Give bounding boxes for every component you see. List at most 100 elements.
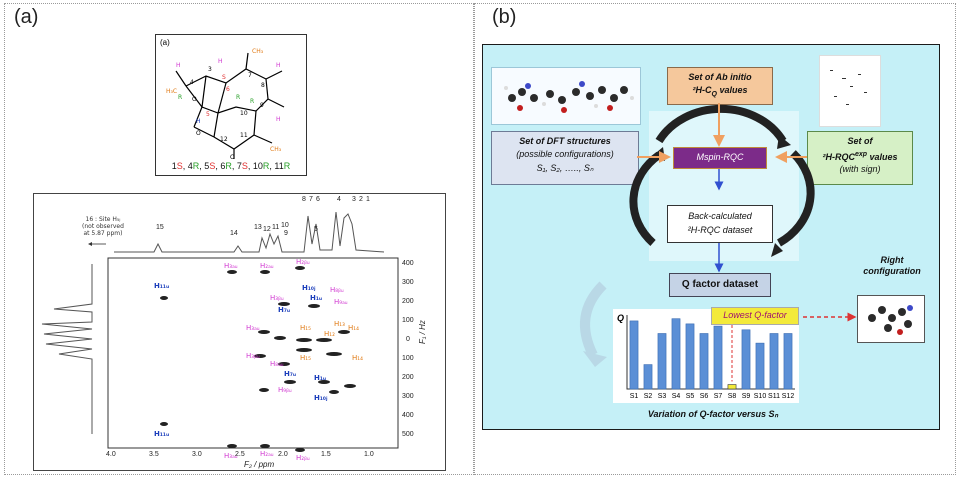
y-tick: 200 — [402, 374, 414, 381]
cross-label: H₇ᵤ — [284, 370, 297, 378]
peak-label: 15 — [156, 224, 164, 231]
cross-label: H₈ᵦᵤ — [330, 286, 344, 294]
lowest-q-label: Lowest Q-factor — [723, 310, 787, 320]
y-tick: 300 — [402, 393, 414, 400]
bar-label-S11: S11 — [768, 393, 780, 400]
svg-text:CH₃: CH₃ — [270, 146, 282, 153]
rqc-exp-box: Set of ²H-RQCexp values (with sign) — [807, 131, 913, 185]
svg-text:H₃C: H₃C — [166, 88, 177, 95]
bar-label-S8: S8 — [728, 393, 737, 400]
svg-text:H: H — [276, 62, 281, 69]
backcalc-line1: Back-calculated — [688, 211, 752, 221]
ab-initio-line1: Set of Ab initio — [688, 72, 752, 82]
cross-label: H₉ᵦᵤ — [278, 386, 292, 394]
cross-label: H₁ᵤ — [310, 294, 323, 302]
backcalc-line2: ²H-RQC dataset — [687, 225, 753, 235]
cross-label: H₂ᵦᵤ — [296, 454, 310, 462]
cross-label: H₃ₐᵤ — [246, 324, 260, 332]
cross-label: H₂ₐᵤ — [260, 450, 274, 458]
chart-y-label: Q — [617, 313, 625, 323]
y-tick: 400 — [402, 260, 414, 267]
rqc-exp-line2b: values — [867, 152, 898, 162]
svg-text:10: 10 — [240, 110, 248, 117]
cross-label: H₁₃ — [334, 320, 345, 328]
cross-label: H₃ᵦᵤ — [270, 294, 284, 302]
molecule-thumbnail-icons — [504, 81, 634, 113]
bar-label-S9: S9 — [742, 393, 751, 400]
svg-text:6: 6 — [226, 86, 230, 93]
x-tick: 3.0 — [192, 451, 202, 458]
bar-S6 — [699, 333, 709, 390]
panel-b-label: (b) — [492, 6, 517, 28]
right-config-molecule — [857, 295, 925, 343]
right-config-molecule-icon — [868, 305, 913, 335]
lowest-q-highlight: Lowest Q-factor — [711, 307, 799, 325]
y-tick: 100 — [402, 355, 414, 362]
panel-a-label: (a) — [14, 6, 39, 28]
svg-text:CH₃: CH₃ — [252, 48, 264, 55]
rqc-scatter-icon — [830, 70, 867, 105]
peak-label: 5 — [314, 226, 318, 233]
bar-label-S2: S2 — [644, 393, 653, 400]
mspin-rqc-box: Mspin-RQC — [673, 147, 767, 169]
cross-label: H₂ᵦᵤ — [296, 258, 310, 266]
svg-text:11: 11 — [240, 132, 248, 139]
bar-S8 — [727, 384, 737, 390]
svg-text:R: R — [236, 94, 240, 101]
bar-label-S6: S6 — [700, 393, 709, 400]
dft-structures-box: Set of DFT structures (possible configur… — [491, 131, 639, 185]
cross-label: H₁₁ᵤ — [154, 282, 170, 290]
configuration-label: 1S, 4R, 5S, 6R, 7S, 10R, 11R — [171, 161, 291, 171]
peak-label: 11 — [272, 224, 280, 231]
bar-S1 — [629, 320, 639, 390]
bar-S4 — [671, 318, 681, 390]
backcalc-box: Back-calculated ²H-RQC dataset — [667, 205, 773, 243]
svg-text:O: O — [192, 96, 197, 103]
svg-text:4: 4 — [190, 79, 194, 86]
right-config-line2: configuration — [863, 266, 921, 276]
dft-line3: S₁, S₂, ….., Sₙ — [536, 163, 594, 173]
cross-label: H₉ₐᵤ — [334, 298, 348, 306]
bar-S12 — [783, 333, 793, 390]
rqc-exp-line1: Set of — [847, 136, 873, 146]
ab-initio-sub: Q — [711, 90, 717, 98]
cross-label: H₁₄ — [348, 324, 359, 332]
bar-label-S5: S5 — [686, 393, 695, 400]
svg-text:7: 7 — [248, 72, 252, 79]
cross-label: H₁ᵤ — [314, 374, 327, 382]
bar-label-S12: S12 — [782, 393, 795, 400]
x-tick: 1.0 — [364, 451, 374, 458]
svg-text:9: 9 — [260, 102, 264, 109]
ab-initio-line2: ²H-C — [692, 85, 712, 95]
svg-text:H: H — [218, 58, 223, 65]
peak-label: 3 — [352, 196, 356, 203]
cross-label: H₁₁ᵤ — [154, 430, 170, 438]
peak-label: 9 — [284, 230, 288, 237]
right-config-label: Right configuration — [857, 255, 927, 277]
bar-S11 — [769, 333, 779, 390]
bar-S7 — [713, 325, 723, 390]
cross-label: H₂ₐᵤ — [260, 262, 274, 270]
peak-label: 6 — [316, 196, 320, 203]
svg-text:12: 12 — [220, 136, 228, 143]
svg-text:O: O — [230, 154, 235, 161]
y-tick: 500 — [402, 431, 414, 438]
q-factor-dataset-box: Q factor dataset — [669, 273, 771, 297]
peak-label: 12 — [263, 226, 271, 233]
rqc-exp-line2: ²H-RQC — [822, 152, 855, 162]
peak-label: 14 — [230, 230, 238, 237]
x-axis-title: F₂ / ppm — [244, 460, 275, 469]
peak-label: 4 — [337, 196, 341, 203]
cross-label: H₁₅ — [300, 324, 311, 332]
x-tick: 2.5 — [235, 451, 245, 458]
svg-text:8: 8 — [261, 82, 265, 89]
cross-label: H₃ᵦᵤ — [246, 352, 260, 360]
bar-label-S4: S4 — [672, 393, 681, 400]
panel-b-frame — [474, 3, 956, 475]
cross-label: H₁₂ — [324, 330, 335, 338]
bar-label-S10: S10 — [754, 393, 767, 400]
x-tick: 4.0 — [106, 451, 116, 458]
